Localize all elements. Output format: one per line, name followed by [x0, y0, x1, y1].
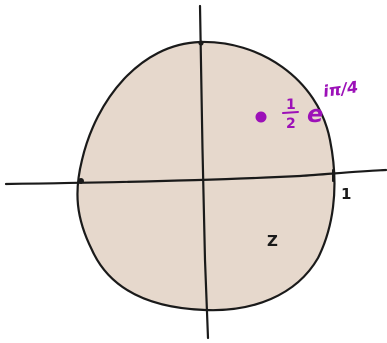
region-label: Z	[267, 232, 278, 250]
point-label-denominator: 2	[286, 116, 296, 132]
point-label-base: e	[307, 100, 323, 128]
top-intersection-dot	[198, 40, 204, 46]
unit-disk	[76, 40, 336, 312]
fraction-bar	[282, 111, 299, 114]
plotted-point	[255, 111, 267, 123]
unit-tick-label: 1	[341, 185, 351, 203]
point-label-numerator: 1	[286, 97, 296, 113]
real-axis	[4, 168, 387, 186]
point-label: 1 2 e iπ/4	[282, 77, 359, 132]
imaginary-axis	[198, 4, 210, 340]
left-intersection-dot	[78, 178, 84, 184]
point-label-exponent: iπ/4	[322, 77, 359, 101]
